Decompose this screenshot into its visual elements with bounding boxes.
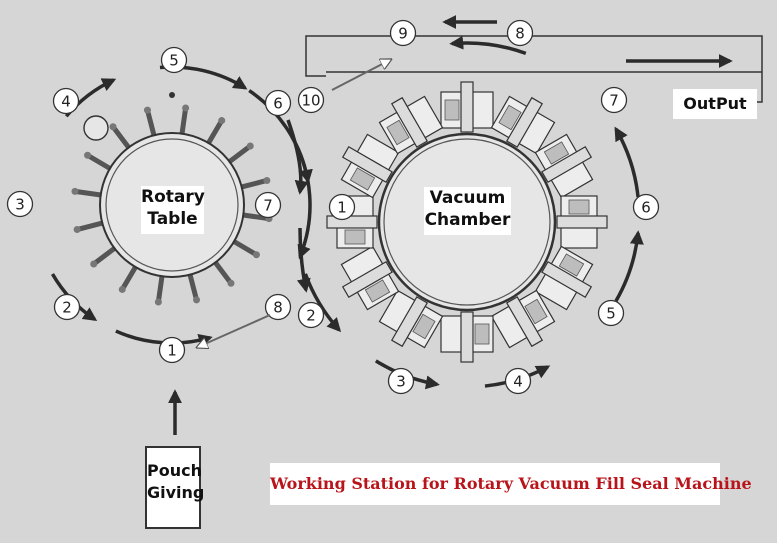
svg-text:3: 3 — [15, 196, 25, 214]
gripper-head — [71, 187, 79, 195]
chamber-station-7: 7 — [600, 86, 628, 114]
svg-text:1: 1 — [337, 199, 347, 217]
svg-text:5: 5 — [606, 305, 616, 323]
gripper-arm — [205, 118, 225, 148]
rotary-table-stations: 1 2 3 4 5 6 7 8 — [6, 46, 292, 364]
chamber-unit — [340, 133, 400, 199]
rotary-table-grippers — [71, 104, 273, 306]
chamber-station-4: 4 — [504, 367, 532, 395]
gripper-head — [90, 260, 98, 268]
chamber-station-3: 3 — [387, 367, 415, 395]
rotary-station-1: 1 — [158, 336, 186, 364]
chamber-flow-arrow — [296, 227, 311, 293]
svg-text:10: 10 — [301, 92, 320, 110]
gripper-head — [73, 226, 81, 234]
chamber-unit — [534, 133, 594, 199]
gripper-head — [154, 298, 162, 306]
svg-text:3: 3 — [396, 373, 406, 391]
vacuum-chamber-units — [326, 81, 608, 363]
chamber-station-10: 10 — [297, 86, 325, 114]
chamber-unit — [340, 245, 400, 311]
gripper-head — [263, 176, 271, 184]
gripper-head — [193, 296, 201, 304]
vacuum-chamber-stations: 1 2 3 4 5 6 7 8 9 10 — [297, 19, 660, 395]
chamber-unit — [440, 311, 494, 363]
rotary-station-5: 5 — [160, 46, 188, 74]
vacuum-chamber-label: Vacuum Chamber — [424, 187, 511, 235]
svg-text:1: 1 — [167, 342, 177, 360]
gripper-head — [246, 142, 254, 150]
chamber-station-6: 6 — [632, 193, 660, 221]
chamber-unit — [490, 289, 556, 349]
gripper-head — [218, 117, 226, 125]
gripper-arm — [229, 238, 259, 258]
chamber-unit — [490, 95, 556, 155]
chamber-station-2: 2 — [297, 301, 325, 329]
svg-text:4: 4 — [61, 93, 71, 111]
chamber-station-1: 1 — [328, 193, 356, 221]
gripper-arm — [187, 270, 200, 303]
gripper-arm — [237, 177, 270, 190]
svg-text:7: 7 — [263, 197, 273, 215]
gripper-head — [118, 285, 126, 293]
transfer-arrow-pouch-in — [198, 314, 271, 347]
chamber-flow-arrow — [449, 35, 527, 56]
gripper-arm — [225, 143, 253, 166]
gripper-head — [84, 151, 92, 159]
gripper-arm — [211, 258, 234, 286]
chamber-unit — [378, 289, 444, 349]
rotary-station-2: 2 — [53, 293, 81, 321]
output-label: OutPut — [673, 89, 757, 119]
svg-text:8: 8 — [515, 25, 525, 43]
diagram-caption: Working Station for Rotary Vacuum Fill S… — [270, 463, 752, 505]
chamber-station-8: 8 — [506, 19, 534, 47]
rotary-station-6: 6 — [264, 89, 292, 117]
chamber-unit — [556, 195, 608, 249]
gripper-arm — [72, 188, 106, 198]
gripper-head — [109, 123, 117, 131]
rotary-table-label: Rotary Table — [141, 186, 205, 234]
rotary-station-3: 3 — [6, 190, 34, 218]
gripper-arm — [119, 262, 139, 292]
chamber-unit — [534, 245, 594, 311]
transfer-arrow-table-to-chamber — [286, 119, 309, 195]
chamber-unit — [440, 81, 494, 133]
gripper-arm — [144, 107, 157, 140]
transfer-arrow-chamber-to-output — [331, 60, 390, 91]
svg-text:6: 6 — [273, 95, 283, 113]
gripper-head — [252, 251, 260, 259]
gripper-arm — [85, 152, 115, 172]
chamber-station-9: 9 — [389, 19, 417, 47]
rotary-station-7: 7 — [254, 191, 282, 219]
chamber-unit — [378, 95, 444, 155]
pouch-giving-label: Pouch Giving — [145, 446, 204, 529]
gripper-head — [182, 104, 190, 112]
svg-text:5: 5 — [169, 52, 179, 70]
svg-text:7: 7 — [609, 92, 619, 110]
gripper-arm — [238, 212, 272, 222]
svg-text:6: 6 — [641, 199, 651, 217]
gripper-head — [143, 106, 151, 114]
svg-text:9: 9 — [398, 25, 408, 43]
rotary-station-8: 8 — [264, 293, 292, 321]
gripper-head — [227, 279, 235, 287]
gripper-arm — [179, 105, 189, 139]
pouch-roller — [83, 115, 109, 141]
chamber-flow-arrow — [614, 126, 640, 198]
rotary-station-4: 4 — [52, 87, 80, 115]
gripper-arm — [110, 124, 133, 152]
chamber-flow-arrow — [614, 230, 644, 302]
svg-text:2: 2 — [306, 307, 316, 325]
gripper-arm — [91, 244, 119, 267]
svg-text:8: 8 — [273, 299, 283, 317]
svg-text:2: 2 — [62, 299, 72, 317]
gripper-arm — [155, 271, 165, 305]
gripper-arm — [74, 220, 107, 233]
chamber-station-5: 5 — [597, 299, 625, 327]
svg-text:4: 4 — [513, 373, 523, 391]
